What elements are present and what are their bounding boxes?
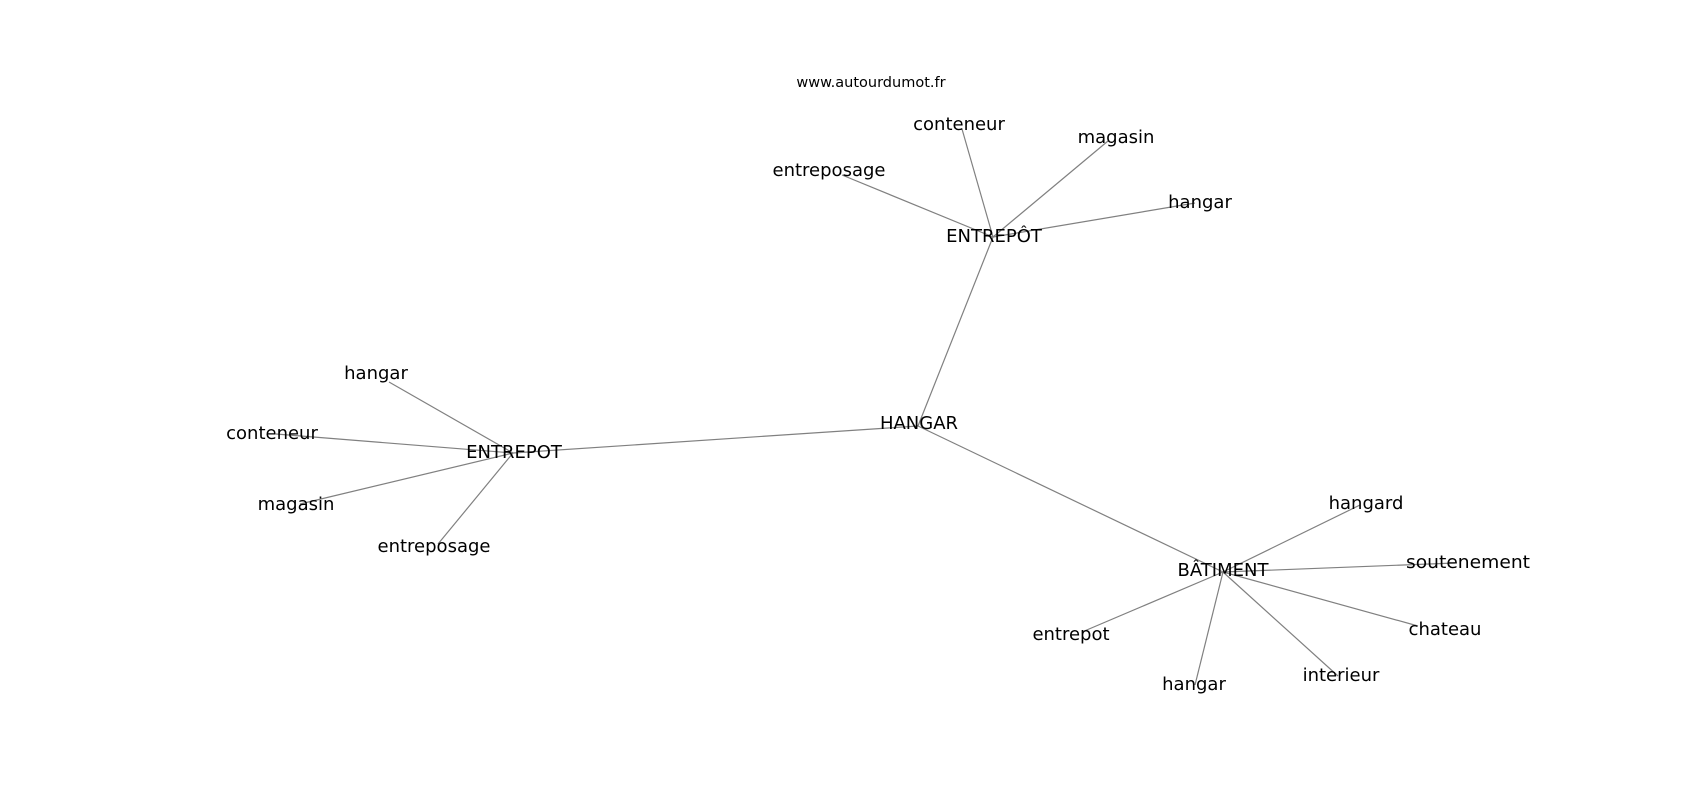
- edge-batiment-entrepot: [1081, 571, 1224, 633]
- leaf-node: conteneur: [226, 423, 318, 444]
- edge-center-entrepot: [512, 425, 919, 454]
- edge-batiment-chateau: [1222, 571, 1419, 627]
- leaf-node: magasin: [258, 494, 335, 515]
- edge-center-entrepot-accent: [917, 236, 994, 427]
- edge-batiment-hangar: [1194, 571, 1224, 686]
- edge-center-batiment: [917, 425, 1224, 573]
- center-node: HANGAR: [880, 413, 958, 434]
- leaf-node: chateau: [1409, 619, 1482, 640]
- leaf-node: hangard: [1329, 493, 1404, 514]
- edge-entrepot-entreposage: [437, 452, 514, 545]
- leaf-node: hangar: [1168, 192, 1232, 213]
- edge-batiment-hangard: [1222, 504, 1361, 573]
- edge-entrepot-hangar: [388, 381, 514, 454]
- graph-labels: www.autourdumot.fr HANGAR ENTREPÔT conte…: [226, 75, 1530, 695]
- graph-edges: [275, 128, 1456, 686]
- leaf-node: entreposage: [773, 160, 886, 181]
- hub-node-batiment: BÂTIMENT: [1178, 559, 1270, 581]
- leaf-node: interieur: [1303, 665, 1380, 686]
- leaf-node: hangar: [1162, 674, 1226, 695]
- edge-entrepot-magasin: [299, 452, 514, 505]
- leaf-node: conteneur: [913, 114, 1005, 135]
- edge-entrepot-accent-magasin: [992, 140, 1109, 238]
- hub-node-entrepot-accent: ENTREPÔT: [946, 225, 1043, 247]
- leaf-node: soutenement: [1406, 552, 1530, 573]
- edge-entrepot-accent-conteneur: [961, 128, 994, 238]
- leaf-node: hangar: [344, 363, 408, 384]
- edge-entrepot-conteneur: [275, 433, 514, 454]
- edge-entrepot-accent-hangar: [992, 202, 1196, 238]
- edge-entrepot-accent-entreposage: [841, 174, 994, 238]
- leaf-node: entrepot: [1032, 624, 1109, 645]
- leaf-node: magasin: [1078, 127, 1155, 148]
- site-label: www.autourdumot.fr: [796, 75, 945, 91]
- edge-batiment-soutenement: [1222, 562, 1456, 573]
- leaf-node: entreposage: [378, 536, 491, 557]
- hub-node-entrepot: ENTREPOT: [466, 442, 563, 463]
- edge-batiment-interieur: [1222, 571, 1339, 677]
